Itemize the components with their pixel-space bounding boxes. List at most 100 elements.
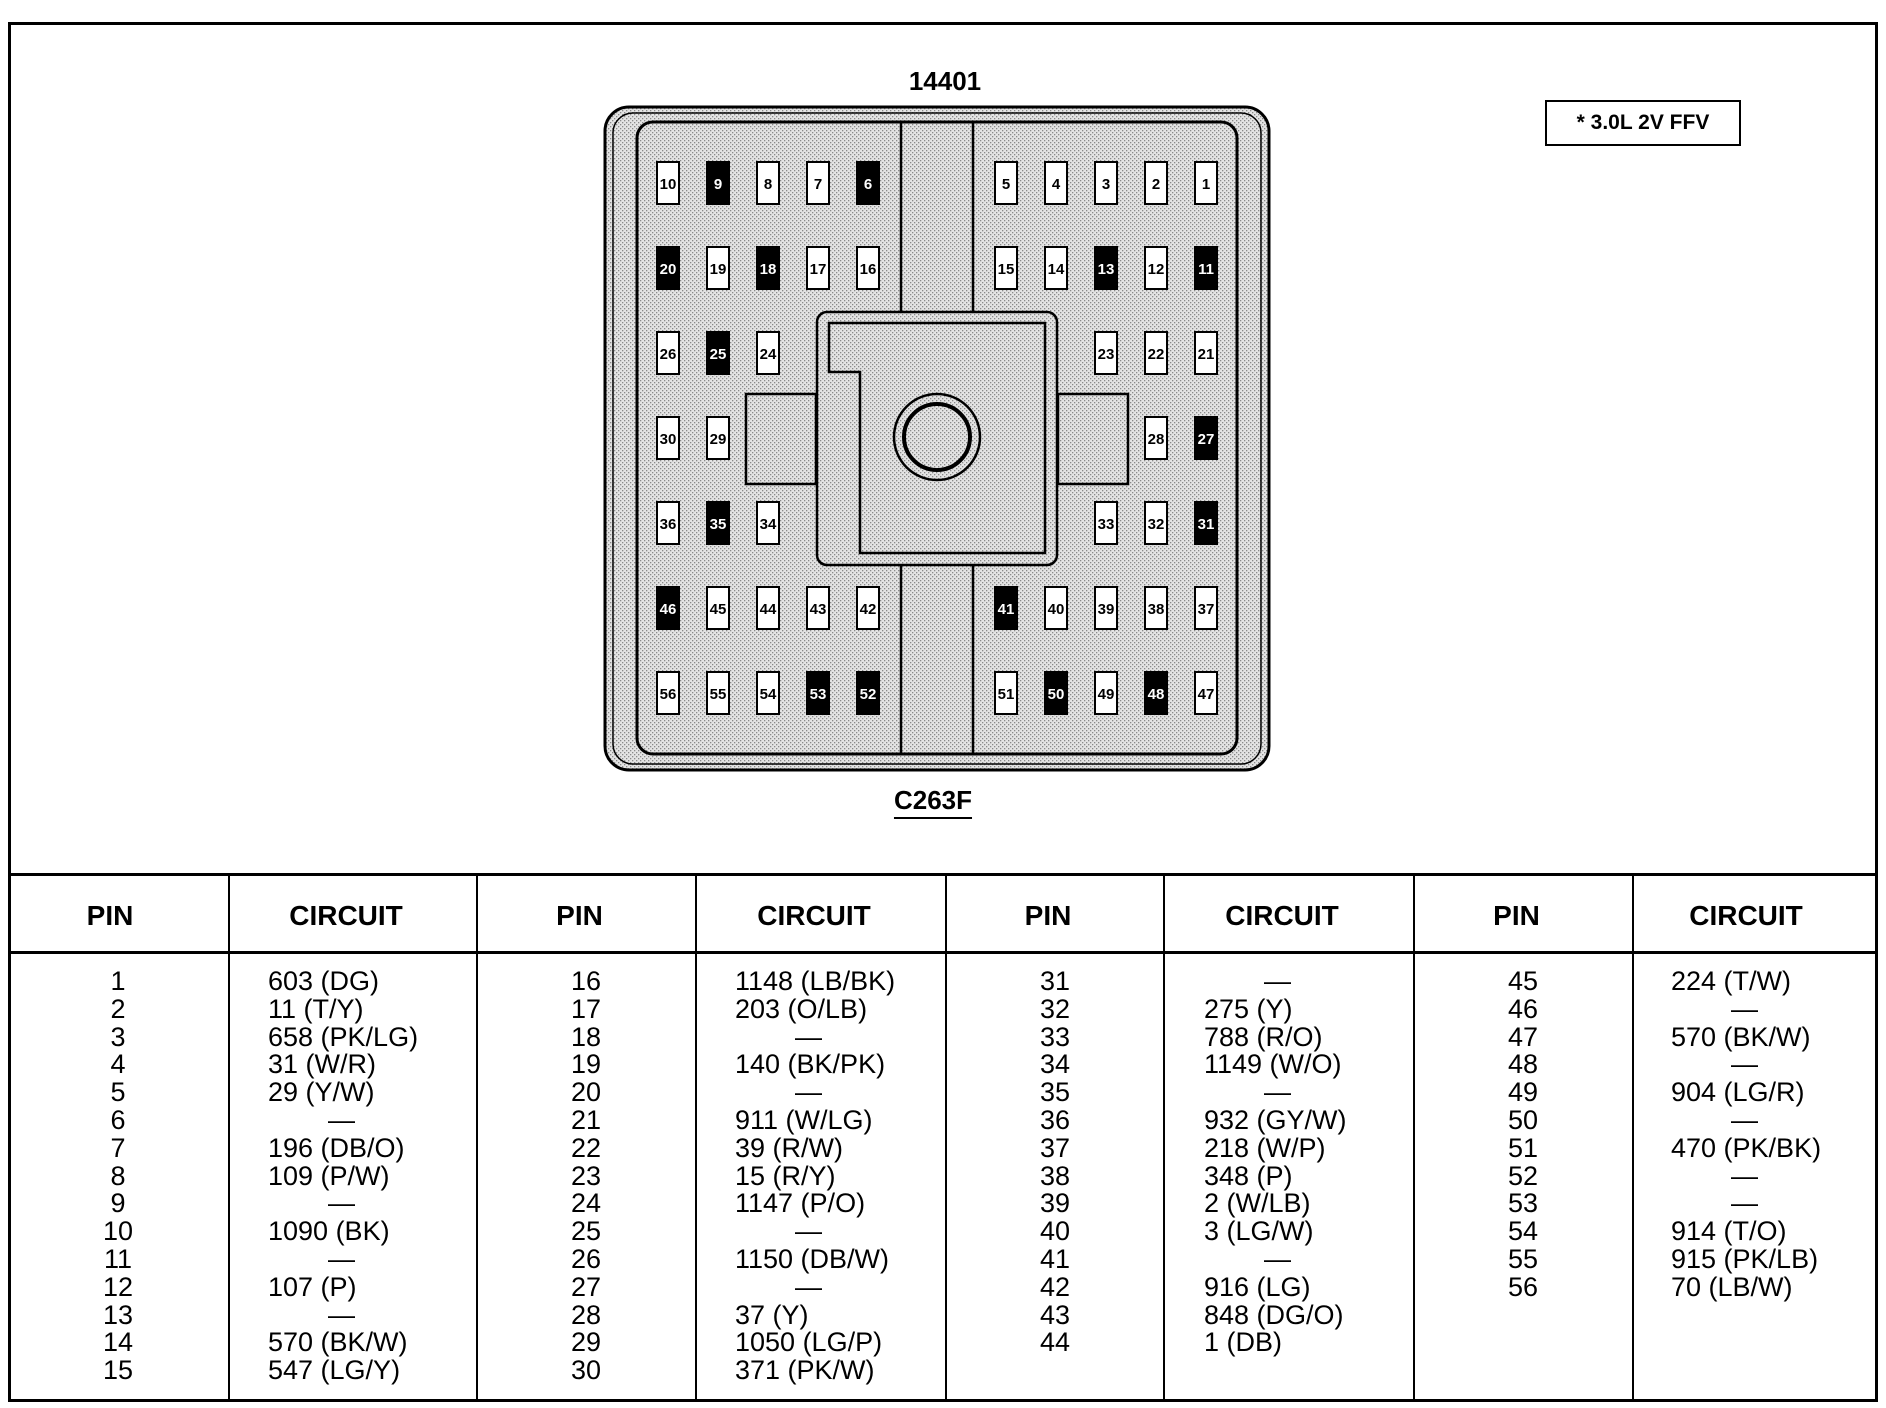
pin-cell: 15 bbox=[102, 1355, 134, 1386]
pin-cell: 42 bbox=[1039, 1271, 1071, 1302]
connector-pin-label: 7 bbox=[814, 176, 822, 193]
pin-cell: 36 bbox=[1039, 1104, 1071, 1135]
connector-pin-label: 21 bbox=[1198, 346, 1215, 363]
connector-pin-31: 31 bbox=[1194, 501, 1218, 545]
pin-cell: 24 bbox=[570, 1188, 602, 1219]
pin-cell: 28 bbox=[570, 1299, 602, 1330]
connector-pin-40: 40 bbox=[1044, 586, 1068, 630]
circuit-cell: 196 (DB/O) bbox=[268, 1132, 405, 1163]
connector-pin-6: 6 bbox=[856, 161, 880, 205]
connector-pin-label: 9 bbox=[714, 176, 722, 193]
circuit-cell: 547 (LG/Y) bbox=[268, 1355, 401, 1386]
connector-pin-38: 38 bbox=[1144, 586, 1168, 630]
connector-pin-label: 50 bbox=[1048, 686, 1065, 703]
col-divider-7 bbox=[1632, 873, 1634, 1400]
connector-pin-44: 44 bbox=[756, 586, 780, 630]
connector-pin-label: 4 bbox=[1052, 176, 1061, 193]
connector-pin-15: 15 bbox=[994, 246, 1018, 290]
circuit-cell: — bbox=[328, 1243, 355, 1274]
connector-pin-2: 2 bbox=[1144, 161, 1168, 205]
pin-cell: 20 bbox=[570, 1077, 602, 1108]
pin-cell: 44 bbox=[1039, 1327, 1071, 1358]
pin-cell: 38 bbox=[1039, 1160, 1071, 1191]
circuit-cell: 570 (BK/W) bbox=[1671, 1021, 1811, 1052]
pin-header: PIN bbox=[1024, 900, 1072, 931]
circuit-header: CIRCUIT bbox=[1225, 900, 1339, 931]
circuit-list-1: 603 (DG)11 (T/Y)658 (PK/LG)31 (W/R)29 (Y… bbox=[268, 967, 418, 1386]
connector-pin-label: 41 bbox=[998, 601, 1015, 618]
pin-cell: 12 bbox=[102, 1271, 134, 1302]
connector-pin-label: 39 bbox=[1098, 601, 1115, 618]
pin-cell: 50 bbox=[1507, 1104, 1539, 1135]
connector-pin-56: 56 bbox=[656, 671, 680, 715]
connector-pin-label: 40 bbox=[1048, 601, 1065, 618]
circuit-cell: 109 (P/W) bbox=[268, 1160, 390, 1191]
connector-pin-51: 51 bbox=[994, 671, 1018, 715]
connector-pin-29: 29 bbox=[706, 416, 730, 460]
connector-pin-label: 38 bbox=[1148, 601, 1165, 618]
connector-pin-label: 14 bbox=[1048, 261, 1065, 278]
connector-pin-14: 14 bbox=[1044, 246, 1068, 290]
connector-pin-label: 12 bbox=[1148, 261, 1165, 278]
circuit-cell: 570 (BK/W) bbox=[268, 1327, 408, 1358]
connector-pin-7: 7 bbox=[806, 161, 830, 205]
circuit-cell: 904 (LG/R) bbox=[1671, 1077, 1805, 1108]
connector-pin-24: 24 bbox=[756, 331, 780, 375]
connector-pin-48: 48 bbox=[1144, 671, 1168, 715]
connector-pin-23: 23 bbox=[1094, 331, 1118, 375]
circuit-cell: 3 (LG/W) bbox=[1204, 1216, 1314, 1247]
circuit-cell: 140 (BK/PK) bbox=[735, 1049, 886, 1080]
pin-cell: 3 bbox=[110, 1021, 126, 1052]
connector-pin-label: 22 bbox=[1148, 346, 1165, 363]
circuit-cell: 224 (T/W) bbox=[1671, 966, 1792, 996]
connector-pin-label: 27 bbox=[1198, 431, 1215, 448]
connector-body bbox=[603, 105, 1271, 772]
connector-pin-label: 44 bbox=[760, 601, 777, 618]
connector-pin-label: 1 bbox=[1202, 176, 1210, 193]
connector-pin-label: 43 bbox=[810, 601, 827, 618]
legend-box: * 3.0L 2V FFV bbox=[1545, 100, 1741, 146]
circuit-cell: 11 (T/Y) bbox=[268, 993, 364, 1024]
pin-cell: 41 bbox=[1039, 1243, 1071, 1274]
pin-cell: 52 bbox=[1507, 1160, 1539, 1191]
connector-pin-label: 26 bbox=[660, 346, 677, 363]
circuit-cell: 107 (P) bbox=[268, 1271, 357, 1302]
circuit-cell: 915 (PK/LB) bbox=[1671, 1243, 1819, 1274]
connector-pin-53: 53 bbox=[806, 671, 830, 715]
circuit-cell: — bbox=[1264, 1243, 1291, 1274]
connector-pin-52: 52 bbox=[856, 671, 880, 715]
circuit-cell: 348 (P) bbox=[1204, 1160, 1293, 1191]
connector-pin-17: 17 bbox=[806, 246, 830, 290]
connector-pin-label: 30 bbox=[660, 431, 677, 448]
connector-id-label: C263F bbox=[893, 785, 973, 815]
connector-pin-label: 8 bbox=[764, 176, 772, 193]
connector-pin-label: 45 bbox=[710, 601, 727, 618]
pin-cell: 21 bbox=[570, 1104, 602, 1135]
connector-pin-49: 49 bbox=[1094, 671, 1118, 715]
connector-pin-label: 37 bbox=[1198, 601, 1215, 618]
col-divider-5 bbox=[1163, 873, 1165, 1400]
circuit-list-4: 224 (T/W)—570 (BK/W)—904 (LG/R)—470 (PK/… bbox=[1671, 966, 1821, 1302]
col-divider-4 bbox=[945, 873, 947, 1400]
connector-pin-12: 12 bbox=[1144, 246, 1168, 290]
connector-pin-1: 1 bbox=[1194, 161, 1218, 205]
connector-pin-50: 50 bbox=[1044, 671, 1068, 715]
connector-pin-28: 28 bbox=[1144, 416, 1168, 460]
connector-pin-55: 55 bbox=[706, 671, 730, 715]
circuit-cell: 371 (PK/W) bbox=[735, 1355, 875, 1386]
pin-cell: 17 bbox=[570, 993, 602, 1024]
pin-cell: 23 bbox=[570, 1160, 602, 1191]
pin-cell: 29 bbox=[570, 1327, 602, 1358]
connector-pin-label: 28 bbox=[1148, 431, 1165, 448]
connector-pin-label: 10 bbox=[660, 176, 677, 193]
pin-cell: 48 bbox=[1507, 1049, 1539, 1080]
connector-pin-22: 22 bbox=[1144, 331, 1168, 375]
circuit-cell: 788 (R/O) bbox=[1204, 1021, 1323, 1052]
pin-cell: 33 bbox=[1039, 1021, 1071, 1052]
connector-pin-label: 53 bbox=[810, 686, 827, 703]
circuit-cell: 1149 (W/O) bbox=[1204, 1049, 1342, 1080]
connector-pin-label: 47 bbox=[1198, 686, 1215, 703]
connector-pin-33: 33 bbox=[1094, 501, 1118, 545]
